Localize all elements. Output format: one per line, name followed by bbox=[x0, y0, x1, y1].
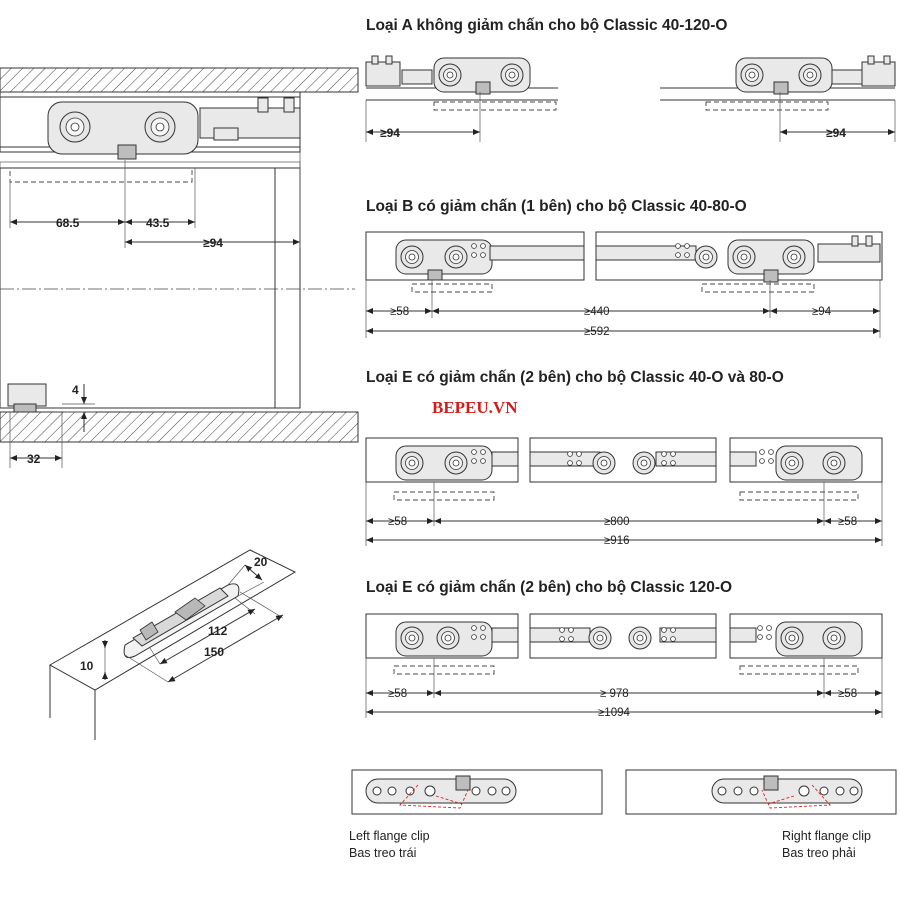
type-b-dim-440: ≥440 bbox=[584, 306, 610, 318]
dim-112: 112 bbox=[208, 624, 228, 638]
type-a-dim-right: ≥94 bbox=[826, 126, 846, 140]
type-e2-dim-58-right: ≥58 bbox=[838, 688, 857, 700]
type-a-title: Loại A không giảm chấn cho bộ Classic 40… bbox=[366, 17, 727, 34]
type-b-section: Loại B có giảm chấn (1 bên) cho bộ Class… bbox=[365, 198, 883, 338]
iso-view: 20 112 150 10 bbox=[48, 549, 297, 740]
type-b-dim-592: ≥592 bbox=[584, 326, 610, 338]
type-e1-title: Loại E có giảm chấn (2 bên) cho bộ Class… bbox=[366, 369, 784, 386]
type-e2-dim-58-left: ≥58 bbox=[388, 688, 407, 700]
dim-32: 32 bbox=[27, 452, 41, 466]
type-e1-section: Loại E có giảm chấn (2 bên) cho bộ Class… bbox=[365, 369, 883, 547]
dim-4: 4 bbox=[72, 383, 79, 397]
dim-68-5: 68.5 bbox=[56, 216, 80, 230]
type-e1-dim-916: ≥916 bbox=[604, 535, 630, 547]
left-clip-label-vi: Bas treo trái bbox=[349, 846, 416, 860]
right-clip-label-en: Right flange clip bbox=[782, 829, 871, 843]
type-b-dim-58: ≥58 bbox=[390, 306, 409, 318]
ceiling-hatch bbox=[0, 67, 359, 93]
type-a-dim-left: ≥94 bbox=[380, 126, 400, 140]
type-e2-dim-1094: ≥1094 bbox=[598, 707, 630, 719]
dim-20: 20 bbox=[254, 555, 268, 569]
type-e1-dim-800: ≥800 bbox=[604, 516, 630, 528]
side-view: 68.5 43.5 ≥94 32 4 bbox=[0, 67, 359, 468]
dim-43-5: 43.5 bbox=[146, 216, 170, 230]
type-b-dim-94: ≥94 bbox=[812, 306, 832, 318]
type-a-section: Loại A không giảm chấn cho bộ Classic 40… bbox=[365, 17, 896, 142]
dim-ge-94-side: ≥94 bbox=[203, 236, 223, 250]
type-b-title: Loại B có giảm chấn (1 bên) cho bộ Class… bbox=[366, 198, 747, 215]
right-clip-label-vi: Bas treo phải bbox=[782, 846, 856, 860]
type-e2-title: Loại E có giảm chấn (2 bên) cho bộ Class… bbox=[366, 579, 732, 596]
type-e1-dim-58-left: ≥58 bbox=[388, 516, 407, 528]
brand-watermark: BEPEU.VN bbox=[432, 398, 518, 417]
type-e2-dim-978: ≥ 978 bbox=[600, 688, 629, 700]
dim-150: 150 bbox=[204, 645, 224, 659]
left-clip-label-en: Left flange clip bbox=[349, 829, 430, 843]
dim-10: 10 bbox=[80, 659, 94, 673]
type-e2-section: Loại E có giảm chấn (2 bên) cho bộ Class… bbox=[365, 579, 883, 719]
floor-hatch bbox=[0, 411, 359, 443]
flange-clips: Left flange clip Bas treo trái Right fla… bbox=[349, 769, 897, 860]
type-e1-dim-58-right: ≥58 bbox=[838, 516, 857, 528]
